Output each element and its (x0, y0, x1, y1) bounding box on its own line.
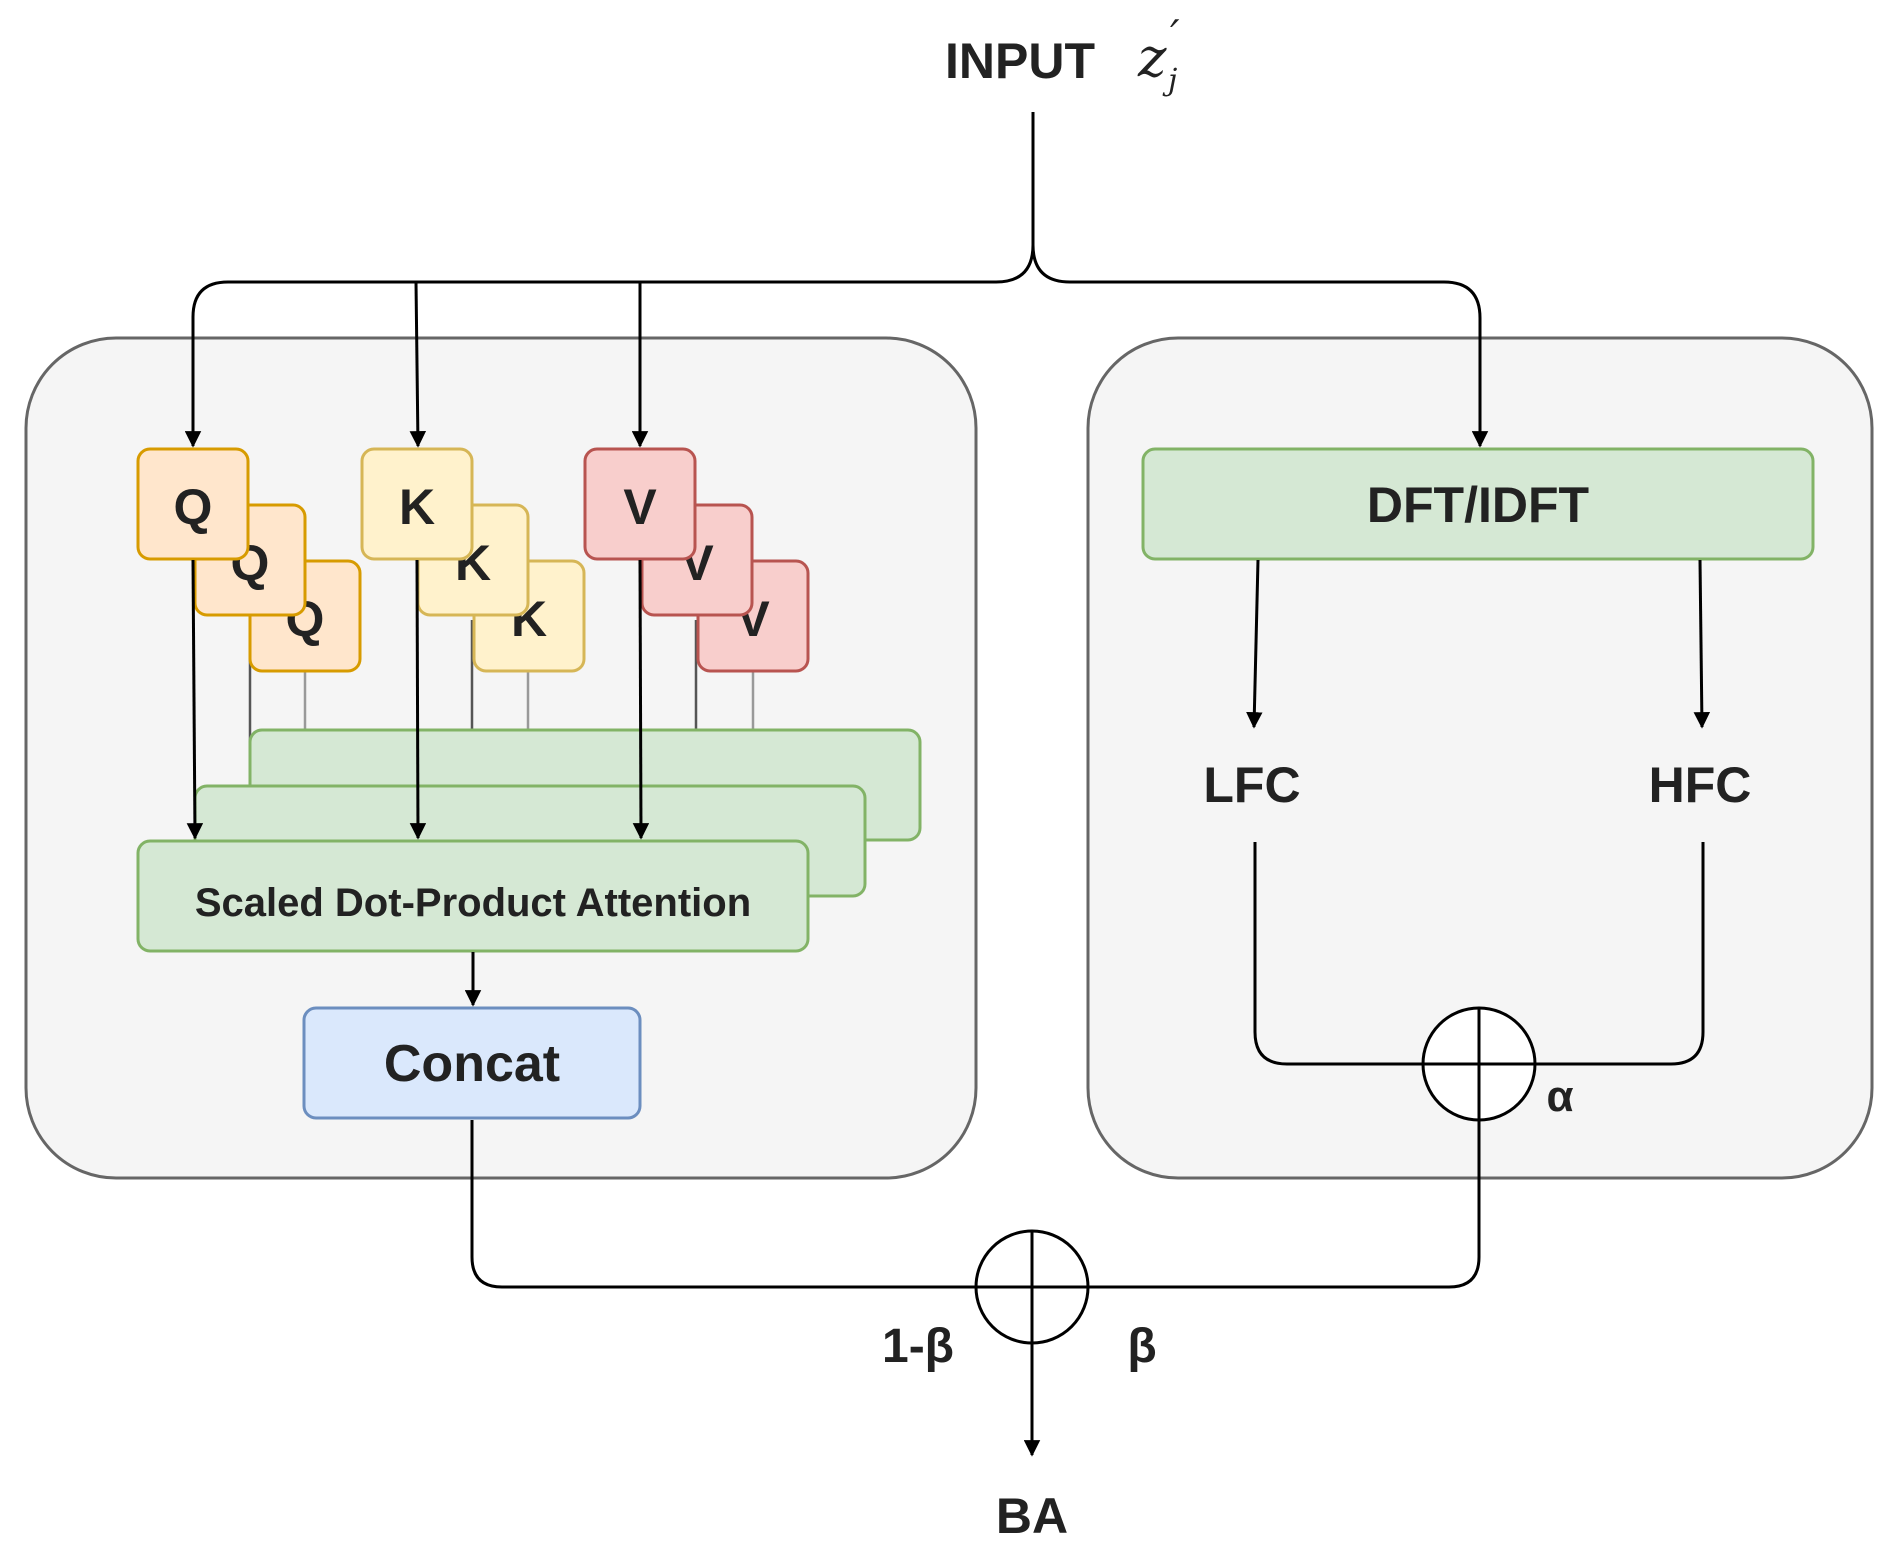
dft-to-lfc-arrow (1246, 559, 1263, 729)
v-head-1 (583, 447, 697, 561)
input-connectors (184, 112, 1489, 448)
beta-label: β (1127, 1320, 1156, 1373)
concat-box (302, 1006, 642, 1120)
lfc-label: LFC (1203, 757, 1300, 813)
alpha-label: α (1546, 1072, 1573, 1121)
input-to-q-arrow (184, 112, 1035, 448)
head-to-attention-arrows (186, 559, 650, 840)
concat-to-sum-line (470, 1120, 977, 1289)
alpha-to-sum-line (1089, 1120, 1481, 1289)
input-label: INPUT z j ′ (945, 11, 1180, 98)
attention-label: Scaled Dot-Product Attention (195, 881, 751, 925)
k-to-attention-arrow (409, 559, 427, 840)
v-head-stack: V V V (583, 447, 810, 673)
q-head-1-label: Q (174, 479, 213, 535)
v-to-attention-arrow (632, 559, 650, 840)
alpha-sum-node (1421, 1006, 1537, 1122)
q-head-1 (136, 447, 250, 561)
dft-label: DFT/IDFT (1367, 477, 1589, 533)
k-head-stack: K K K (360, 447, 586, 673)
concat-label: Concat (384, 1035, 560, 1093)
output-label: BA (996, 1488, 1068, 1544)
input-to-k-arrow (409, 281, 427, 448)
dft-to-hfc-arrow (1693, 559, 1711, 729)
input-to-dft-arrow (1031, 244, 1489, 448)
q-head-stack: Q Q Q (136, 447, 362, 673)
dft-box (1141, 447, 1815, 561)
input-symbol-prime: ′ (1170, 11, 1180, 60)
attention-layer-front (136, 839, 810, 953)
beta-sum-node (974, 1229, 1090, 1345)
hfc-label: HFC (1649, 757, 1752, 813)
k-head-1-label: K (399, 479, 435, 535)
k-head-1 (360, 447, 474, 561)
input-symbol: z (1137, 26, 1167, 89)
v-head-1-label: V (623, 479, 657, 535)
input-text: INPUT (945, 33, 1095, 89)
one-minus-beta-label: 1-β (882, 1320, 954, 1373)
q-to-attention-arrow (186, 559, 204, 840)
